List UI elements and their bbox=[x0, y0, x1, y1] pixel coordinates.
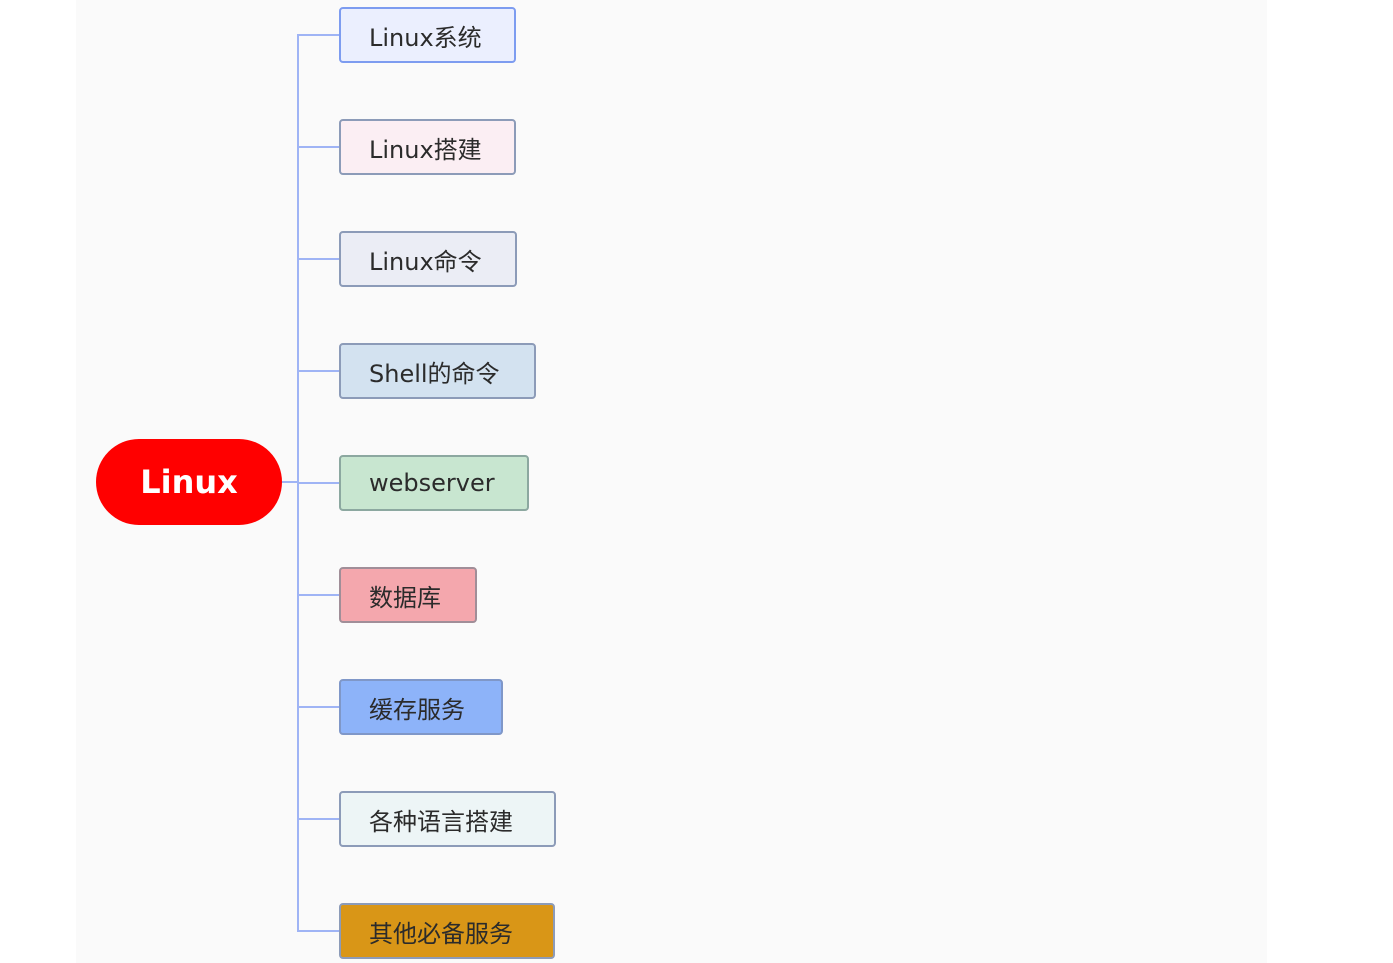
branch-label: 各种语言搭建 bbox=[369, 807, 513, 836]
branch-node-cache-service[interactable]: 缓存服务 bbox=[339, 679, 503, 735]
branch-node-linux-setup[interactable]: Linux搭建 bbox=[339, 119, 516, 175]
branch-node-linux-commands[interactable]: Linux命令 bbox=[339, 231, 517, 287]
branch-label: Linux系统 bbox=[369, 23, 482, 52]
branch-label: 其他必备服务 bbox=[369, 919, 513, 948]
branch-label: webserver bbox=[369, 469, 495, 497]
branch-node-language-setup[interactable]: 各种语言搭建 bbox=[339, 791, 556, 847]
branch-label: 缓存服务 bbox=[369, 695, 465, 724]
branch-node-other-services[interactable]: 其他必备服务 bbox=[339, 903, 555, 959]
branch-node-shell-commands[interactable]: Shell的命令 bbox=[339, 343, 536, 399]
branch-node-webserver[interactable]: webserver bbox=[339, 455, 529, 511]
branch-label: Linux命令 bbox=[369, 247, 482, 276]
branch-label: 数据库 bbox=[369, 583, 441, 612]
root-node-linux[interactable]: Linux bbox=[96, 439, 282, 525]
branch-node-database[interactable]: 数据库 bbox=[339, 567, 477, 623]
branch-label: Linux搭建 bbox=[369, 135, 482, 164]
branch-label: Shell的命令 bbox=[369, 359, 500, 388]
branch-node-linux-system[interactable]: Linux系统 bbox=[339, 7, 516, 63]
